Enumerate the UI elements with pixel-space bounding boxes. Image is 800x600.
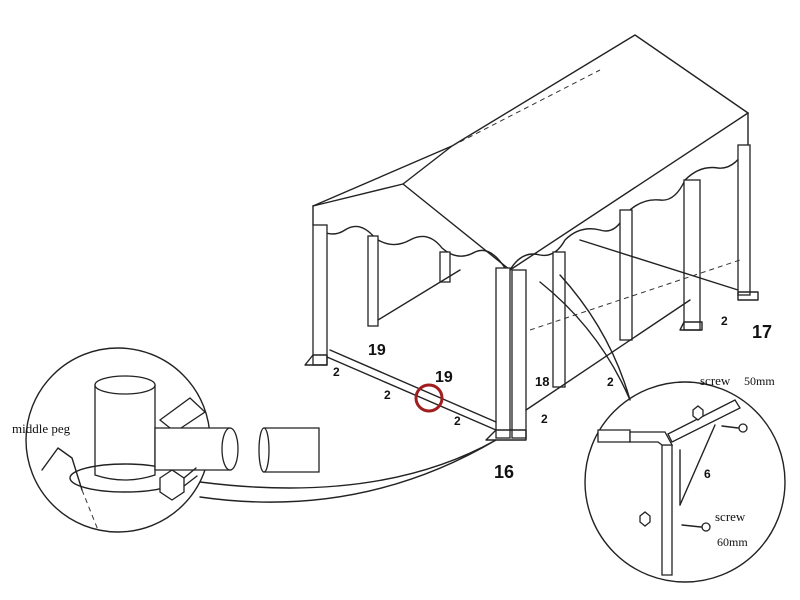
right-detail-circle — [584, 381, 786, 583]
roof-dashed-ridge — [451, 69, 601, 147]
label-19-b: 19 — [435, 369, 453, 386]
side-post-3 — [683, 179, 701, 331]
foot-front-left — [304, 354, 328, 366]
label-2-b: 2 — [384, 388, 391, 402]
right-callout-connector — [539, 274, 631, 401]
screw-detail — [539, 274, 786, 583]
label-2-c: 2 — [454, 414, 461, 428]
floor-back-bar — [377, 269, 461, 321]
label-19-a: 19 — [368, 342, 386, 359]
highlight-circle-marker — [414, 383, 444, 413]
label-16: 16 — [494, 462, 514, 482]
left-callout-connector — [199, 439, 497, 503]
foot-front-right — [485, 429, 527, 441]
hex-bolt-icon — [159, 467, 198, 501]
back-mid-post — [439, 251, 451, 283]
front-right-post — [495, 267, 511, 439]
frame-corner — [629, 431, 674, 446]
loose-tube — [263, 427, 320, 473]
back-left-post — [367, 235, 379, 327]
frame-vertical — [661, 444, 673, 576]
frame-horizontal — [597, 429, 631, 443]
nut-top-icon — [692, 405, 704, 421]
floor-dashed — [529, 259, 741, 331]
vertical-tube — [94, 384, 156, 481]
roof-front-right-slope — [402, 145, 453, 185]
label-2-d: 2 — [541, 412, 548, 426]
nut-bottom-icon — [639, 511, 651, 527]
frame-brace — [679, 424, 716, 506]
front-valance — [312, 205, 511, 271]
label-17: 17 — [752, 322, 772, 342]
peg-dashed — [81, 489, 99, 531]
roof-front-left-slope — [312, 183, 511, 271]
label-screw-50-word: screw — [700, 373, 731, 388]
tent-illustration — [304, 34, 759, 441]
side-connector-back — [158, 397, 207, 433]
roof-ridge — [312, 34, 749, 207]
tube-top — [94, 375, 156, 395]
label-2-e: 2 — [607, 375, 614, 389]
label-6: 6 — [704, 467, 711, 481]
floor-front-bar-inner — [329, 349, 497, 423]
loose-tube-end — [258, 427, 270, 473]
label-2-f: 2 — [721, 314, 728, 328]
label-screw-50-size: 50mm — [744, 374, 775, 388]
side-connector-front — [154, 427, 231, 471]
label-18: 18 — [535, 374, 549, 389]
label-middle-peg: middle peg — [12, 421, 71, 436]
front-left-post — [312, 224, 328, 366]
side-post-4 — [737, 144, 751, 296]
side-post-1 — [552, 251, 566, 388]
label-screw-60-size: 60mm — [717, 535, 748, 549]
foot-side-4 — [737, 291, 759, 301]
foot-side-3 — [679, 321, 703, 331]
labels: 17 16 19 19 18 2 2 2 2 2 2 6 middle peg … — [12, 314, 775, 549]
floor-side-bar-inner — [579, 239, 739, 291]
roof-side-eave — [509, 112, 749, 271]
middle-peg-detail — [25, 347, 497, 533]
side-post-2 — [619, 209, 633, 341]
screw-60mm-icon — [681, 522, 711, 532]
peg-line — [41, 447, 83, 491]
frame-rafter — [667, 399, 741, 443]
connector-end — [221, 427, 239, 471]
label-screw-60-word: screw — [715, 509, 746, 524]
floor-side-bar — [525, 299, 691, 411]
label-2-a: 2 — [333, 365, 340, 379]
screw-50mm-icon — [721, 423, 748, 433]
floor-front-bar — [326, 356, 497, 431]
front-corner-post — [511, 269, 527, 439]
